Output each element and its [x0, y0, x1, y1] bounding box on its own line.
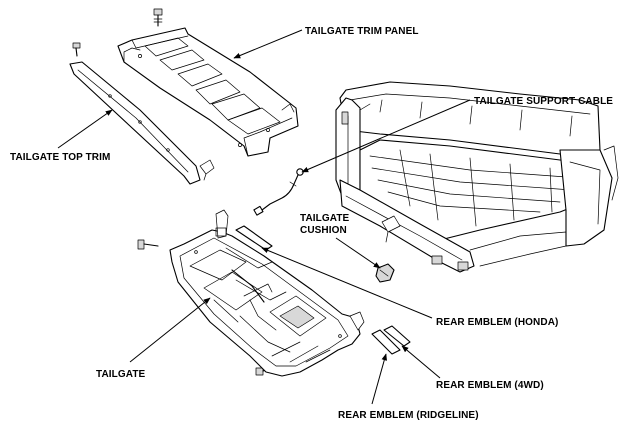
- label-tailgate-support-cable: TAILGATE SUPPORT CABLE: [474, 96, 613, 107]
- tailgate-cushion-drawing: [375, 263, 395, 283]
- tailgate-top-trim-drawing: [69, 42, 215, 185]
- leader-tailgate: [129, 297, 211, 363]
- tailgate-support-cable-drawing: [253, 168, 304, 216]
- truck-bed-drawing: [335, 81, 619, 273]
- leader-lines: [57, 29, 471, 405]
- rear-emblem-4wd-drawing: [383, 325, 411, 347]
- top-trim-clip-icon: [199, 159, 215, 181]
- label-tailgate: TAILGATE: [96, 369, 146, 380]
- label-tailgate-cushion-line2: CUSHION: [300, 225, 347, 236]
- label-tailgate-trim-panel: TAILGATE TRIM PANEL: [305, 26, 419, 37]
- label-rear-emblem-ridgeline: REAR EMBLEM (RIDGELINE): [338, 410, 479, 421]
- top-trim-screw-icon: [72, 42, 81, 57]
- leader-emblem-ridgeline: [371, 353, 387, 405]
- tailgate-drawing: [137, 209, 365, 377]
- trim-panel-screw-icon: [153, 8, 163, 27]
- leader-top-trim: [57, 109, 113, 149]
- label-rear-emblem-4wd: REAR EMBLEM (4WD): [436, 380, 544, 391]
- leader-trim-panel: [233, 29, 303, 59]
- tailgate-trim-panel-drawing: [117, 8, 299, 157]
- leader-emblem-4wd: [401, 345, 441, 379]
- label-rear-emblem-honda: REAR EMBLEM (HONDA): [436, 317, 558, 328]
- rear-emblem-honda-drawing: [235, 225, 273, 251]
- leader-support-cable: [301, 99, 471, 173]
- label-tailgate-top-trim: TAILGATE TOP TRIM: [10, 152, 110, 163]
- tow-hitch-icon: [381, 215, 401, 243]
- leader-cushion: [335, 237, 381, 269]
- label-tailgate-cushion-line1: TAILGATE: [300, 213, 350, 224]
- tailgate-upper-screw-icon: [137, 239, 159, 250]
- leader-emblem-honda: [261, 247, 433, 319]
- rear-emblem-ridgeline-drawing: [371, 329, 401, 355]
